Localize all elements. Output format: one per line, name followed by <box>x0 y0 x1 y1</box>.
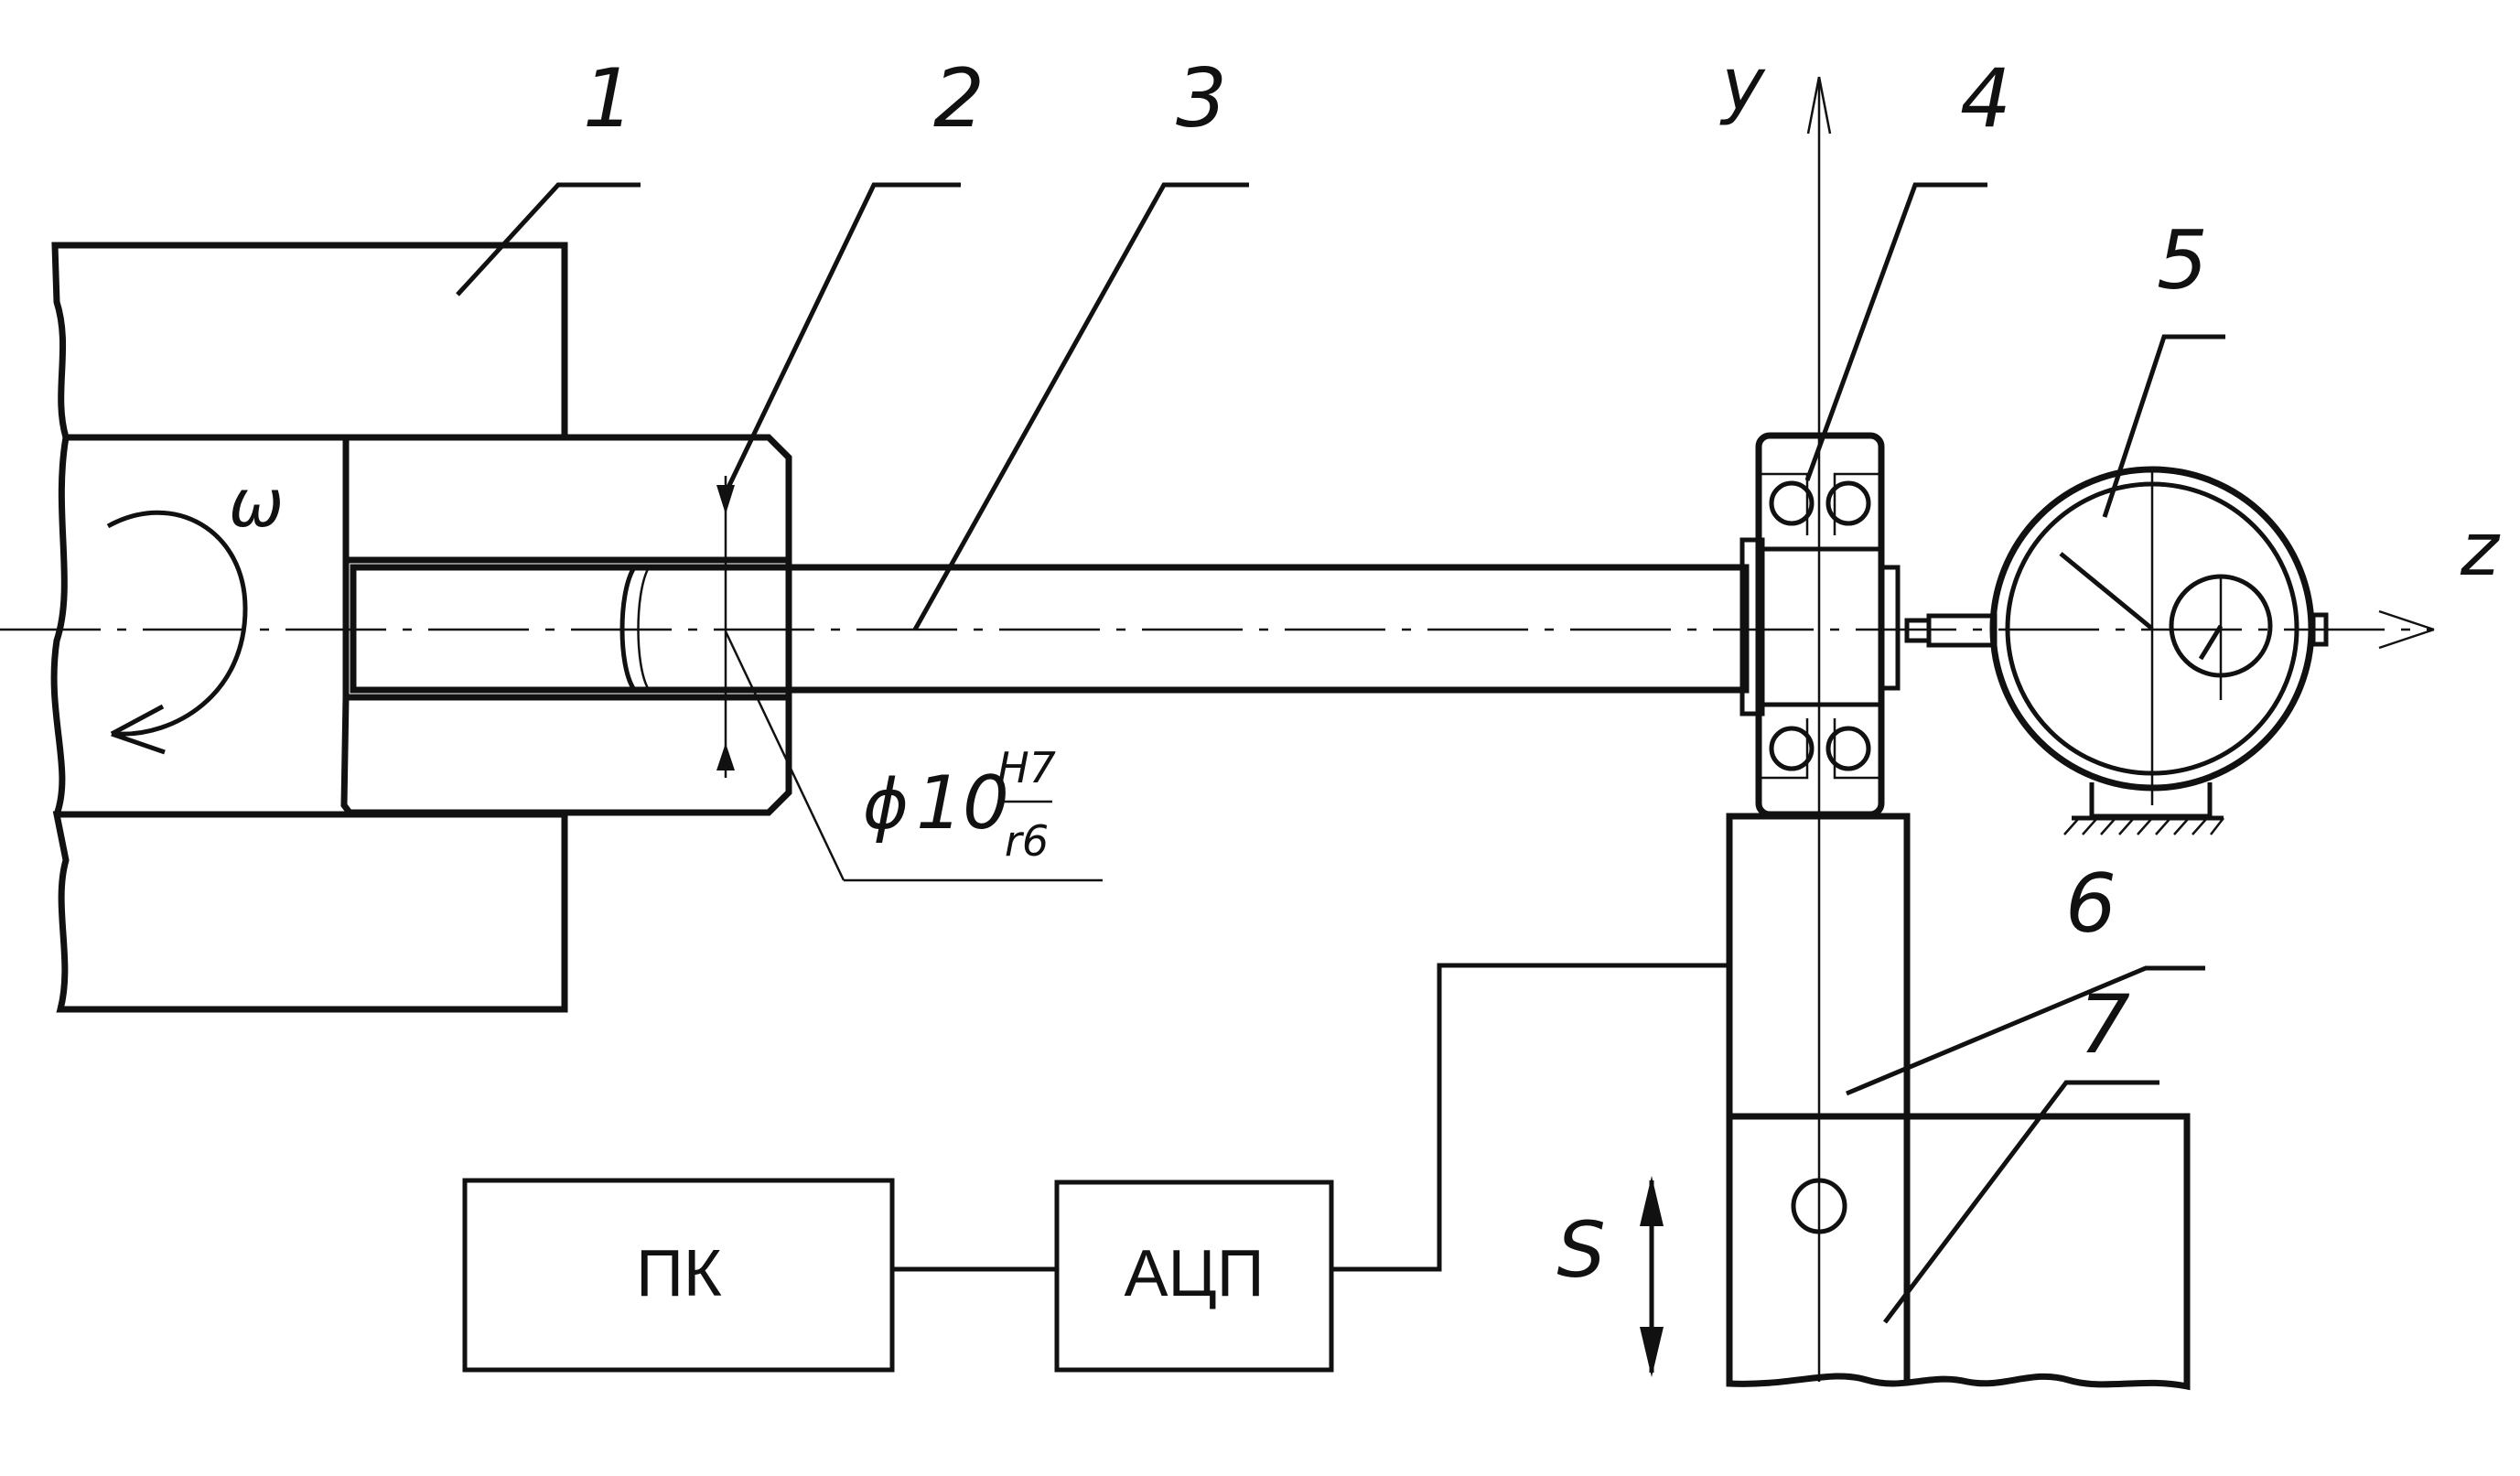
z-axis <box>0 609 2435 650</box>
feed-arrow <box>1640 1176 1664 1377</box>
pc-block: ПК <box>462 1178 895 1373</box>
rotation-arrow <box>106 510 248 755</box>
pc-label: ПК <box>636 1237 722 1310</box>
label-feed: S <box>1556 1205 1605 1295</box>
spindle-housing <box>50 242 568 1013</box>
adc-label: АЦП <box>1124 1237 1264 1310</box>
fit-diameter-symbol: ϕ <box>863 763 909 845</box>
leader-lines <box>456 182 2225 1324</box>
adc-block: АЦП <box>1054 1180 1334 1373</box>
label-omega: ω <box>229 465 284 542</box>
signal-wire <box>892 963 1729 1272</box>
label-part-4: 4 <box>1960 51 2011 145</box>
label-part-2: 2 <box>933 51 985 145</box>
label-part-3: 3 <box>1176 51 1227 145</box>
fit-hole-tolerance: H7 <box>997 743 1056 792</box>
fit-dimension <box>716 476 1103 882</box>
carriage-slide <box>1726 1113 2191 1391</box>
fit-notation: ϕ 10 H7 r6 <box>863 743 1056 866</box>
fit-shaft-tolerance: r6 <box>1005 816 1049 866</box>
label-axis-z: z <box>2460 507 2501 592</box>
label-part-7: 7 <box>2079 977 2130 1072</box>
label-part-1: 1 <box>583 51 634 145</box>
label-axis-y: y <box>1719 42 1766 127</box>
label-part-6: 6 <box>2065 857 2116 951</box>
label-part-5: 5 <box>2157 213 2208 307</box>
dial-indicator <box>1904 466 2329 835</box>
y-axis <box>1806 76 1832 1382</box>
fit-nominal: 10 <box>916 760 1009 846</box>
